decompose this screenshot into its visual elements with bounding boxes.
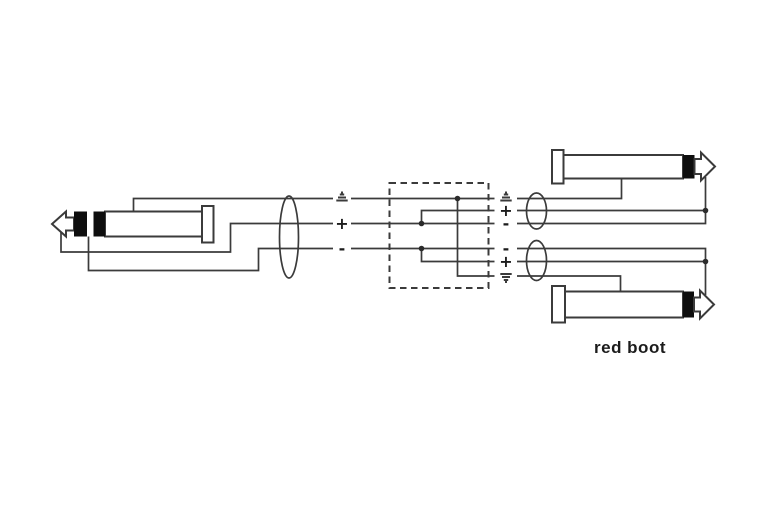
cable-sheath-ellipse-top-right [525, 192, 548, 230]
mono-jack-plug-bottom [551, 285, 716, 324]
plug-barrel [564, 290, 684, 319]
top-plus-branch [420, 209, 706, 224]
ground-wire [132, 178, 623, 212]
cable-sheath-ellipse-bottom-right [525, 239, 548, 282]
insulator-band [683, 291, 694, 318]
top-plug-breakout-symbols: + - [499, 191, 513, 233]
stereo-jack-plug [50, 205, 215, 244]
earth-ground-icon [500, 273, 512, 283]
junction-dots [418, 195, 709, 265]
minus-symbol: - [503, 239, 510, 258]
insulator-band [683, 155, 695, 179]
red-boot-label: red boot [594, 338, 666, 357]
earth-ground-icon [336, 191, 348, 202]
plug-barrel [104, 210, 203, 238]
junction-dot [702, 258, 709, 265]
plus-symbol: + [335, 214, 348, 233]
bottom-ground-branch [456, 198, 622, 292]
plug-collar [201, 205, 215, 244]
junction-dot [702, 207, 709, 214]
junction-box [388, 182, 490, 289]
junction-dot [454, 195, 461, 202]
junction-dot [418, 220, 425, 227]
insulator-band [74, 211, 87, 237]
plug-barrel [562, 154, 684, 180]
minus-symbol: - [503, 214, 510, 233]
earth-ground-icon [500, 191, 512, 202]
mono-jack-plug-top [551, 149, 717, 185]
cable-breakout-symbols: + - [335, 191, 349, 258]
plug-collar [551, 149, 565, 185]
minus-symbol: - [339, 239, 346, 258]
plug-tip [693, 288, 716, 321]
insulator-band [93, 211, 105, 237]
cable-sheath-ellipse-left [278, 195, 300, 279]
plug-tip [693, 150, 717, 183]
plug-collar [551, 285, 566, 324]
junction-dot [418, 245, 425, 252]
bottom-plus-branch [420, 248, 706, 263]
plus-symbol: + [499, 252, 512, 271]
ring-wire [87, 236, 707, 295]
bottom-plug-breakout-symbols: - + [499, 239, 513, 283]
plug-tip [50, 209, 75, 239]
plus-symbol: + [499, 201, 512, 220]
